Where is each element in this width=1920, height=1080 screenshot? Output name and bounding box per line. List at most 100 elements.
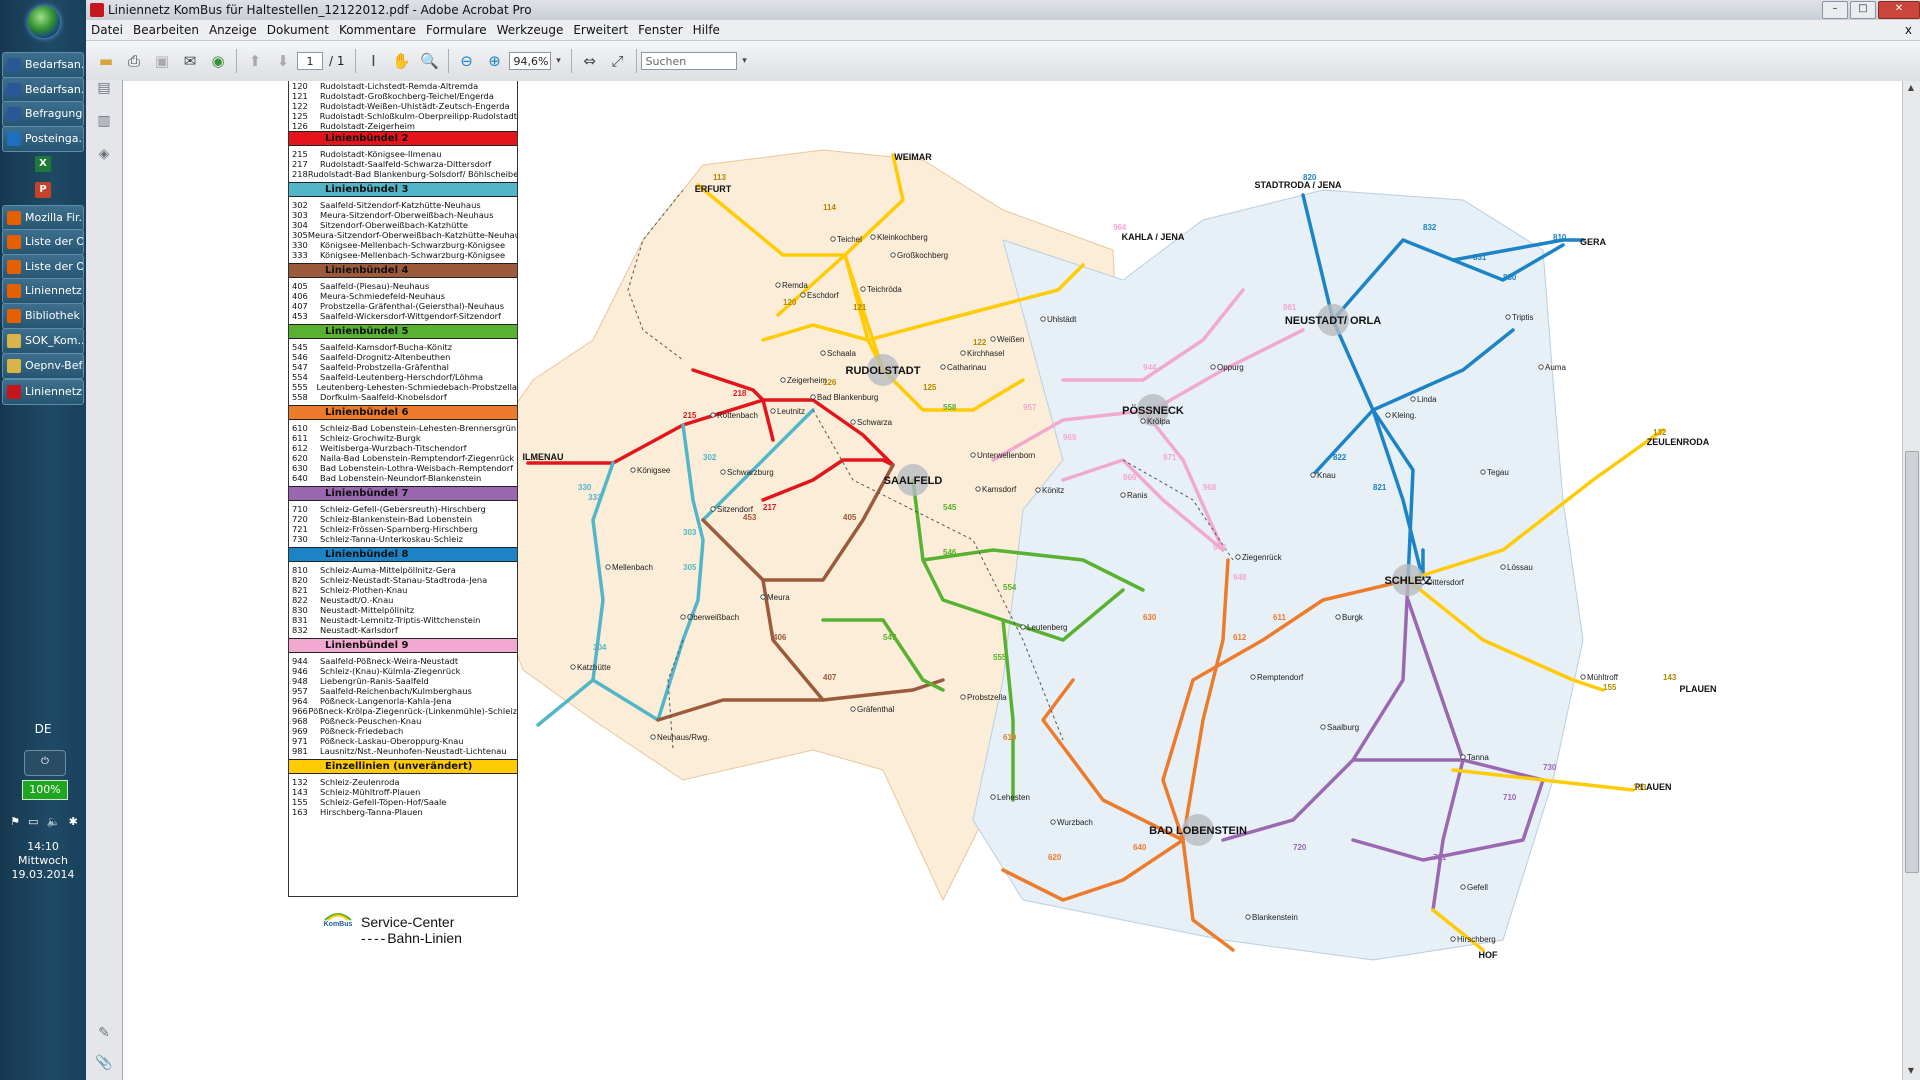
- share-icon[interactable]: ◉: [211, 52, 225, 70]
- minimize-button[interactable]: –: [1822, 1, 1848, 19]
- powerpoint-icon[interactable]: P: [35, 182, 51, 198]
- select-text-icon[interactable]: I: [371, 52, 376, 70]
- scroll-down-icon[interactable]: ▼: [1907, 1066, 1915, 1075]
- volume-icon[interactable]: 🔈: [46, 815, 61, 828]
- firefox-icon: [7, 284, 21, 298]
- language-indicator[interactable]: DE: [34, 722, 52, 736]
- settings-icon[interactable]: ✱: [68, 815, 78, 828]
- legend-group-header: Linienbündel 3: [289, 182, 517, 197]
- route-number-label: 407: [823, 673, 837, 682]
- zoom-dropdown-icon[interactable]: ▾: [556, 56, 561, 66]
- taskbar-button[interactable]: Bedarfsan...: [2, 77, 84, 103]
- start-button[interactable]: [28, 6, 60, 38]
- folder-icon: [7, 359, 21, 373]
- taskbar-button[interactable]: Bedarfsan...: [2, 52, 84, 78]
- zoom-in-icon[interactable]: ⊕: [488, 52, 501, 70]
- page-number-input[interactable]: 1: [297, 52, 323, 70]
- place-label: Hirschberg: [1457, 935, 1496, 944]
- menu-item-formulare[interactable]: Formulare: [426, 23, 487, 37]
- taskbar-button[interactable]: Befragung...: [2, 101, 84, 127]
- route-number-label: 545: [943, 503, 957, 512]
- email-icon[interactable]: ✉: [183, 52, 197, 70]
- search-input[interactable]: Suchen: [640, 52, 737, 70]
- acrobat-icon: [90, 3, 104, 17]
- power-icon[interactable]: ⏻: [24, 750, 66, 776]
- close-button[interactable]: ✕: [1878, 1, 1920, 19]
- menu-item-kommentare[interactable]: Kommentare: [338, 23, 417, 37]
- scroll-up-icon[interactable]: ▲: [1907, 83, 1915, 92]
- bookmarks-icon[interactable]: ▥: [97, 113, 111, 129]
- taskbar-button[interactable]: Liste der O...: [2, 229, 84, 255]
- comments-icon[interactable]: ✎: [98, 1025, 110, 1041]
- zoom-out-icon[interactable]: ⊖: [460, 52, 473, 70]
- route-description: Saalfeld-(Piesau)-Neuhaus: [320, 281, 430, 291]
- route-description: Weitisberga-Wurzbach-Titschendorf: [320, 443, 467, 453]
- taskbar-button[interactable]: SOK_Kom...: [2, 328, 84, 354]
- maximize-button[interactable]: □: [1850, 1, 1876, 19]
- route-description: Saalfeld-Drognitz-Altenbeuthen: [320, 352, 451, 362]
- place-label: Meura: [767, 593, 790, 602]
- stop-marker: [1035, 487, 1041, 493]
- document-close-button[interactable]: x: [1904, 23, 1912, 37]
- route-description: Saalfeld-Sitzendorf-Katzhütte-Neuhaus: [320, 200, 481, 210]
- route-number-label: 810: [1553, 233, 1567, 242]
- route-description: Rudolstadt-Zeigerheim: [320, 121, 415, 131]
- fit-width-icon[interactable]: ⇔: [583, 52, 596, 70]
- clock[interactable]: 14:10 Mittwoch 19.03.2014: [0, 840, 86, 882]
- route-line: [1141, 408, 1225, 552]
- taskbar-button[interactable]: Liste der O...: [2, 254, 84, 280]
- menu-item-dokument[interactable]: Dokument: [266, 23, 329, 37]
- network-icon[interactable]: ▭: [28, 815, 39, 828]
- excel-icon[interactable]: X: [35, 156, 51, 172]
- destination-label: STADTRODA / JENA: [1254, 180, 1342, 190]
- save-icon[interactable]: ▣: [154, 52, 170, 70]
- menu-item-erweitert[interactable]: Erweitert: [573, 23, 629, 37]
- legend-group-header: Linienbündel 5: [289, 324, 517, 339]
- attachments-icon[interactable]: 📎: [95, 1055, 113, 1071]
- word-icon: [7, 107, 21, 121]
- layers-icon[interactable]: ◈: [98, 146, 110, 162]
- taskbar-button[interactable]: Bibliothek: [2, 303, 84, 329]
- flag-icon[interactable]: ⚑: [10, 815, 20, 828]
- pages-icon[interactable]: ▤: [97, 80, 111, 96]
- place-label: Ranis: [1127, 491, 1147, 500]
- acrobat-icon: [7, 385, 21, 399]
- menu-item-fenster[interactable]: Fenster: [638, 23, 683, 37]
- route-line: [1181, 838, 1235, 952]
- menu-item-werkzeuge[interactable]: Werkzeuge: [496, 23, 564, 37]
- hand-tool-icon[interactable]: ✋: [392, 52, 411, 70]
- scrollbar-thumb[interactable]: [1905, 451, 1919, 873]
- navigation-panel: ▤ ▥ ◈ ✎ 📎: [86, 80, 123, 1080]
- menu-item-bearbeiten[interactable]: Bearbeiten: [133, 23, 199, 37]
- menu-item-hilfe[interactable]: Hilfe: [692, 23, 720, 37]
- route-description: Saalfeld-Wickersdorf-Wittgendorf-Sitzend…: [320, 311, 502, 321]
- print-icon[interactable]: ⎙: [127, 52, 140, 70]
- taskbar-button[interactable]: Posteinga...: [2, 126, 84, 152]
- vertical-scrollbar[interactable]: ▲ ▼: [1902, 81, 1920, 1080]
- next-page-icon[interactable]: ⬇: [276, 52, 290, 70]
- fit-page-icon[interactable]: ⤢: [611, 52, 624, 70]
- zoom-tool-icon[interactable]: 🔍: [420, 52, 439, 70]
- taskbar-button[interactable]: Liniennetz ...: [2, 379, 84, 405]
- battery-indicator[interactable]: 100%: [22, 780, 68, 800]
- place-label: Blankenstein: [1252, 913, 1298, 922]
- rail-lines-label: - - - - Bahn-Linien: [361, 930, 462, 946]
- stop-marker: [650, 734, 656, 740]
- taskbar-button[interactable]: Liniennetz ...: [2, 278, 84, 304]
- menu-item-anzeige[interactable]: Anzeige: [208, 23, 257, 37]
- open-folder-icon[interactable]: ▬: [98, 52, 114, 70]
- search-dropdown-icon[interactable]: ▾: [742, 56, 747, 66]
- route-description: Rudolstadt-Weißen-Uhlstädt-Zeutsch-Enger…: [320, 101, 510, 111]
- place-label: Sitzendorf: [717, 505, 754, 514]
- taskbar-button[interactable]: Oepnv-Bef...: [2, 353, 84, 379]
- taskbar-button-label: Bibliothek: [25, 309, 80, 322]
- menu-item-datei[interactable]: Datei: [91, 23, 124, 37]
- previous-page-icon[interactable]: ⬆: [248, 52, 262, 70]
- taskbar-button[interactable]: Mozilla Fir...: [2, 205, 84, 231]
- route-number: 217: [292, 159, 308, 169]
- zoom-level-input[interactable]: 94,6%: [508, 52, 551, 70]
- hub-marker: [1317, 304, 1349, 336]
